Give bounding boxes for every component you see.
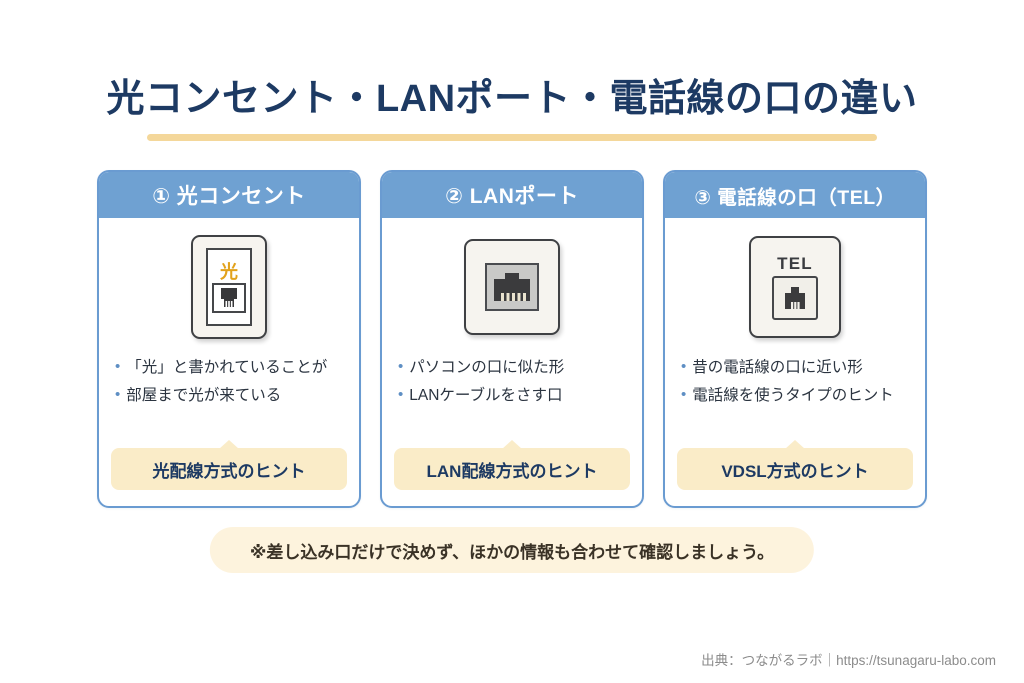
plate-illustration-optical: 光 [191,218,267,356]
comparison-cards: ① 光コンセント 光 [97,170,927,508]
footer-note: ※差し込み口だけで決めず、ほかの情報も合わせて確認しましょう。 [209,527,815,573]
bullet-dot-icon: • [398,358,404,375]
list-item: • 電話線を使うタイプのヒント [681,386,909,405]
plate-inner-panel: 光 [206,248,252,326]
optical-label: 光 [220,261,238,282]
bullet-dot-icon: • [681,358,687,375]
bullet-list-optical: • 「光」と書かれていることが • 部屋まで光が来ている [99,358,359,406]
bullet-dot-icon: • [115,386,121,404]
hint-badge: LAN配線方式のヒント [394,448,630,490]
bullet-text: パソコンの口に似た形 [409,359,565,376]
source-credit: 出典：つながるラボ｜https://tsunagaru-labo.com [701,653,996,668]
bullet-list-telephone: • 昔の電話線の口に近い形 • 電話線を使うタイプのヒント [665,358,925,406]
list-item: • パソコンの口に似た形 [398,358,626,377]
optical-jack-icon [212,282,246,313]
wall-plate [464,239,560,335]
list-item: • LANケーブルをさす口 [398,386,626,405]
bullet-text: LANケーブルをさす口 [409,387,563,405]
card-telephone-outlet: ③ 電話線の口（TEL） TEL • [663,170,927,508]
hint-container-optical: 光配線方式のヒント [99,448,359,490]
hint-badge: 光配線方式のヒント [111,448,347,490]
plate-illustration-lan [464,218,560,356]
hint-container-telephone: VDSL方式のヒント [665,448,925,490]
page-title: 光コンセント・LANポート・電話線の口の違い [106,78,918,120]
bullet-text: 「光」と書かれていることが [126,359,328,376]
bullet-text: 電話線を使うタイプのヒント [692,387,894,405]
bullet-text: 昔の電話線の口に近い形 [692,359,863,376]
list-item: • 「光」と書かれていることが [115,358,343,377]
rj11-jack-icon [772,275,818,320]
card-header-lan: ② LANポート [382,172,642,218]
bullet-list-lan: • パソコンの口に似た形 • LANケーブルをさす口 [382,358,642,406]
bullet-dot-icon: • [398,386,404,404]
bullet-dot-icon: • [115,358,121,375]
rj45-jack-icon [485,263,539,311]
page-title-container: 光コンセント・LANポート・電話線の口の違い [0,78,1024,141]
wall-plate: TEL [749,236,841,338]
list-item: • 部屋まで光が来ている [115,386,343,405]
wall-plate: 光 [191,235,267,339]
bullet-text: 部屋まで光が来ている [126,387,282,405]
tel-label: TEL [777,253,813,273]
title-underline [147,134,877,141]
hint-badge: VDSL方式のヒント [677,448,913,490]
card-lan-port: ② LANポート [380,170,644,508]
bullet-dot-icon: • [681,386,687,404]
card-header-optical: ① 光コンセント [99,172,359,218]
plate-illustration-telephone: TEL [749,218,841,356]
card-header-telephone: ③ 電話線の口（TEL） [665,172,925,218]
card-optical-outlet: ① 光コンセント 光 [97,170,361,508]
hint-container-lan: LAN配線方式のヒント [382,448,642,490]
list-item: • 昔の電話線の口に近い形 [681,358,909,377]
